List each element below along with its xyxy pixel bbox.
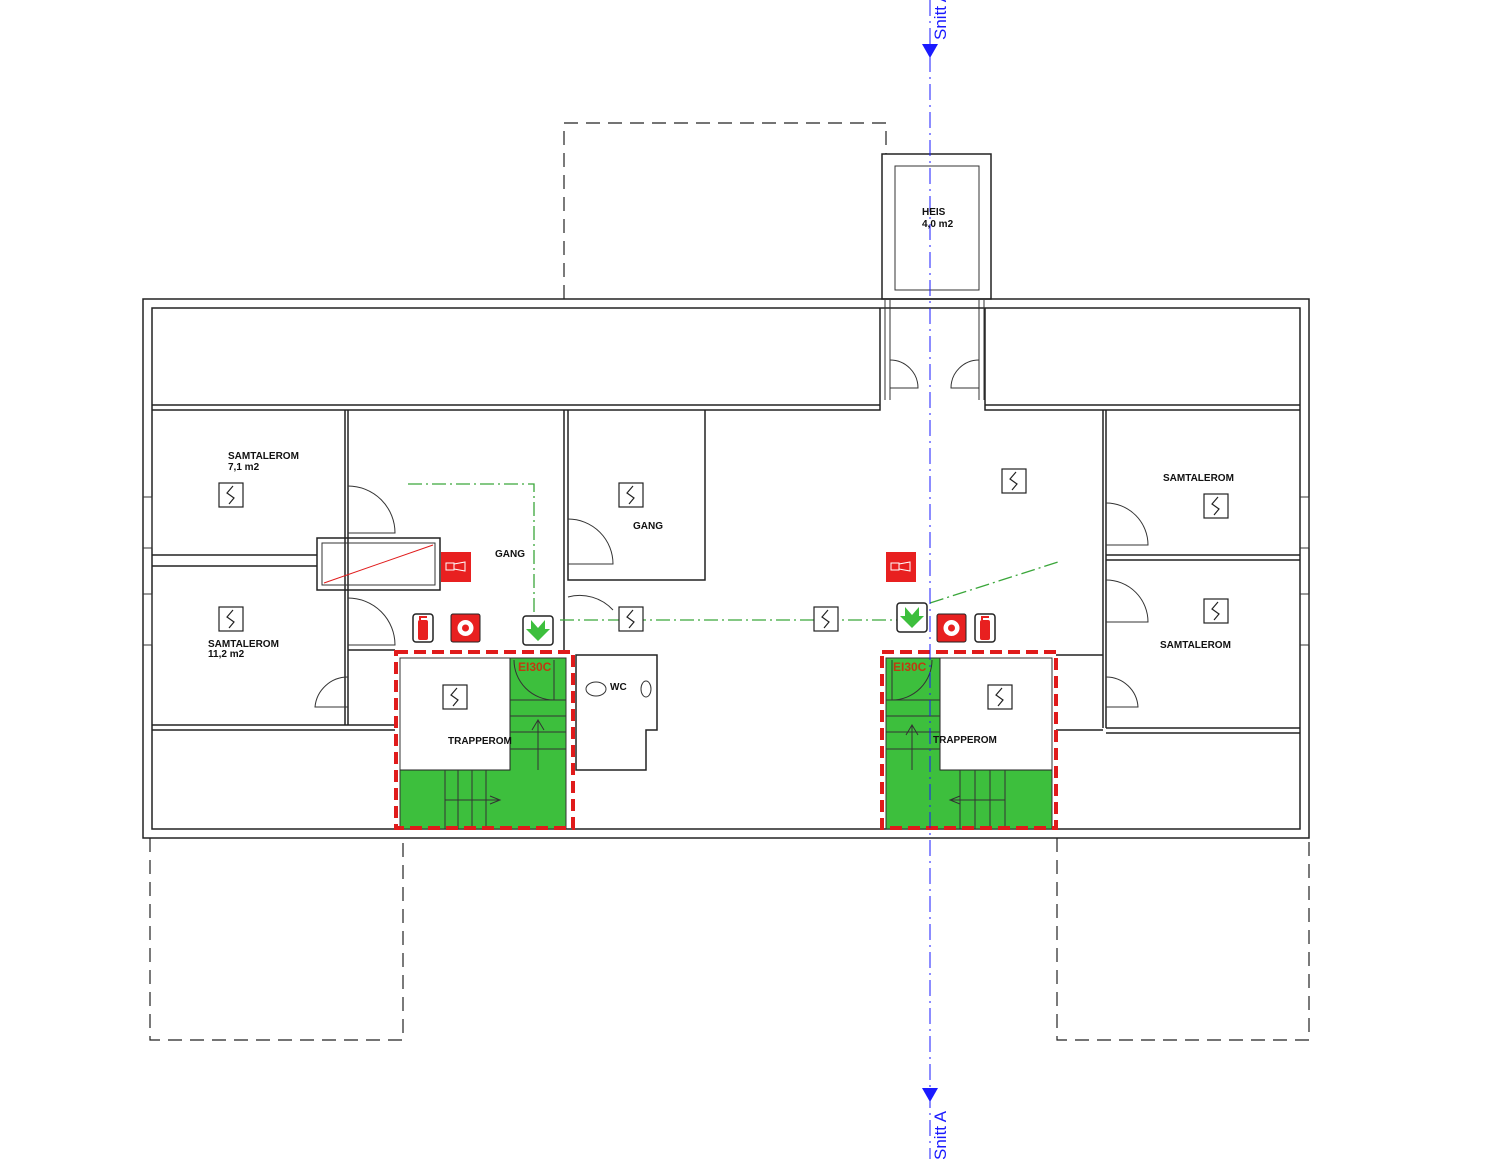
top-strip-walls (152, 308, 1300, 411)
smoke-detector-icon (618, 606, 644, 632)
inner-wall (151, 307, 1301, 830)
stair-right-door (891, 659, 933, 701)
section-arrow-bottom-icon (922, 1088, 938, 1102)
corridor-walls (884, 300, 985, 400)
section-label-bottom: Snitt A (931, 1110, 950, 1159)
room-area: 11,2 m2 (208, 649, 245, 660)
outline-bottom-right (1056, 838, 1310, 1041)
shaft (316, 537, 441, 591)
fire-hose-reel-icon (936, 613, 967, 643)
shaft-diagonal (323, 544, 434, 584)
room-name: GANG (495, 549, 525, 560)
fire-alarm-icon (885, 551, 917, 583)
shaft-inner (321, 542, 436, 586)
smoke-detector-icon (1203, 493, 1229, 519)
fire-rating: EI30C (893, 660, 927, 674)
roof-outline-top (563, 122, 887, 299)
elevator-car (894, 165, 980, 291)
smoke-detector-icon (442, 684, 468, 710)
room-name: SAMTALEROM (1160, 640, 1231, 651)
left-doors (314, 485, 614, 708)
smoke-detector-icon (987, 684, 1013, 710)
fire-zone-left (394, 650, 575, 830)
escape-route-left (408, 483, 535, 625)
smoke-detector-icon (1001, 468, 1027, 494)
room-name: WC (610, 682, 627, 693)
fire-alarm-icon (440, 551, 472, 583)
stair-left-door (513, 659, 555, 701)
wc-walls (575, 654, 658, 771)
section-label-top: Snitt A (931, 0, 950, 40)
smoke-detector-icon (1203, 598, 1229, 624)
emergency-exit-arrow-icon (896, 602, 928, 633)
stair-right-steps (886, 699, 1006, 829)
outer-wall (142, 298, 1310, 839)
fire-zone-right (880, 650, 1058, 830)
smoke-detector-icon (218, 606, 244, 632)
room-name: SAMTALEROM (1163, 473, 1234, 484)
room-name: TRAPPEROM (933, 735, 997, 746)
room-name: HEIS (922, 207, 946, 218)
escape-route-right (929, 561, 1059, 604)
room-name: SAMTALEROM (228, 451, 299, 462)
right-room-walls (1056, 410, 1300, 734)
emergency-exit-arrow-icon (522, 615, 554, 646)
fire-extinguisher-icon (412, 613, 434, 643)
section-arrow-top-icon (922, 44, 938, 58)
room-name: SAMTALEROM (208, 639, 279, 650)
windows (143, 496, 1310, 646)
fire-extinguisher-icon (974, 613, 996, 643)
smoke-detector-icon (813, 606, 839, 632)
left-room-walls (152, 410, 706, 731)
sink-icon (640, 680, 652, 698)
toilet-icon (585, 681, 607, 697)
fire-hose-reel-icon (450, 613, 481, 643)
room-area: 4,0 m2 (922, 219, 954, 230)
corridor-doors (889, 359, 980, 389)
room-name: GANG (633, 521, 663, 532)
room-name: TRAPPEROM (448, 736, 512, 747)
room-area: 7,1 m2 (228, 462, 260, 473)
right-doors (1105, 502, 1149, 708)
fire-rating: EI30C (518, 660, 552, 674)
stair-left-steps (444, 699, 566, 829)
outline-bottom-left (149, 838, 404, 1041)
smoke-detector-icon (618, 482, 644, 508)
smoke-detector-icon (218, 482, 244, 508)
elevator-shaft (881, 153, 992, 300)
